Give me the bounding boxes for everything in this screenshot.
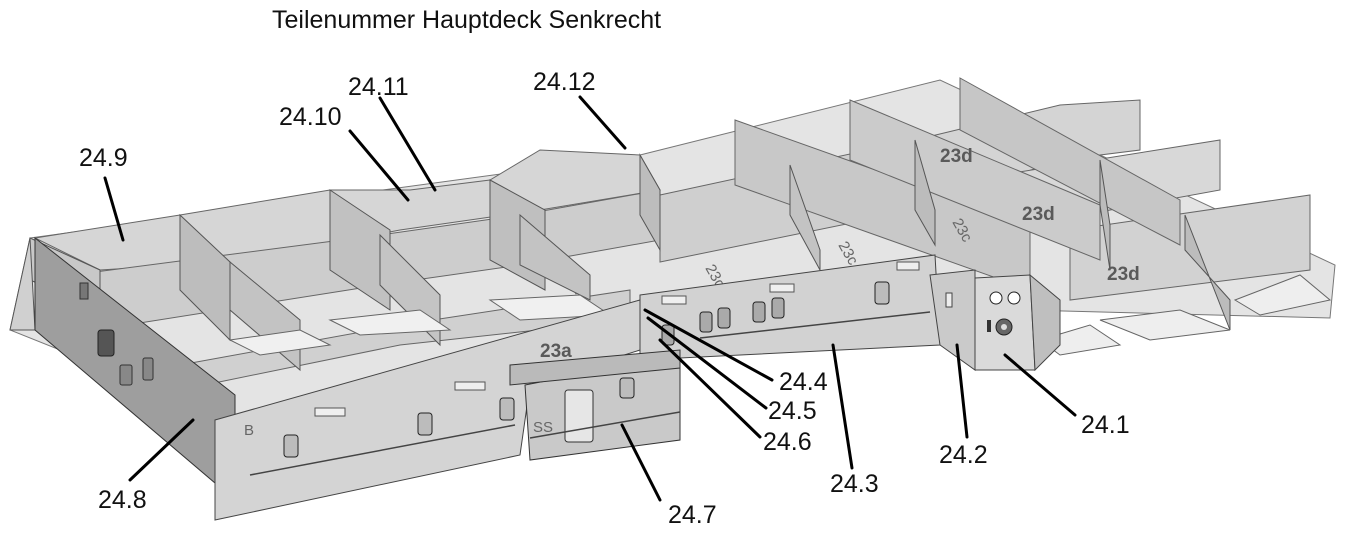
stamp-ss: SS <box>533 419 553 436</box>
callout-24-8: 24.8 <box>98 486 147 514</box>
callout-24-12: 24.12 <box>533 68 596 96</box>
callout-24-7: 24.7 <box>668 501 717 529</box>
callout-24-1: 24.1 <box>1081 411 1130 439</box>
leader-24-3 <box>831 343 854 470</box>
right-section: 23d 23d 23d 23c 23c 23c 23c <box>569 77 1332 356</box>
callout-24-3: 24.3 <box>830 470 879 498</box>
leader-24-6 <box>658 338 762 439</box>
left-wall-porthole-1 <box>97 329 115 357</box>
stamp-23d-back: 23d <box>940 146 973 167</box>
leader-24-4 <box>643 308 774 382</box>
leader-24-10 <box>348 129 410 202</box>
callout-24-11: 24.11 <box>348 73 409 101</box>
leader-24-9 <box>103 176 125 242</box>
callout-labels: 24.1 24.2 24.3 24.4 24.5 24.6 24.7 24.8 … <box>79 68 1130 529</box>
stamp-b: B <box>244 422 254 439</box>
leader-24-2 <box>955 343 969 439</box>
left-wall-porthole-2 <box>119 364 133 386</box>
center-compartments <box>33 149 821 391</box>
callout-24-2: 24.2 <box>939 441 988 469</box>
callout-leaders <box>103 95 1077 502</box>
stamp-23d-mid: 23d <box>1022 204 1055 225</box>
door <box>564 389 594 443</box>
callout-24-9: 24.9 <box>79 144 128 172</box>
leader-24-12 <box>578 95 627 150</box>
left-wall-vent <box>79 282 89 300</box>
leader-24-7 <box>620 423 662 502</box>
front-wall: B SS 23a <box>214 254 941 521</box>
diagram-title: Teilenummer Hauptdeck Senkrecht <box>272 6 662 34</box>
callout-24-6: 24.6 <box>763 428 812 456</box>
right-module <box>929 269 1061 372</box>
callout-24-10: 24.10 <box>279 103 342 131</box>
stamp-23a: 23a <box>540 341 572 362</box>
leader-24-11 <box>378 96 437 192</box>
left-end-wall <box>9 236 236 502</box>
leader-24-8 <box>128 418 195 482</box>
callout-24-4: 24.4 <box>779 368 828 396</box>
leader-24-5 <box>646 316 768 410</box>
callout-24-5: 24.5 <box>768 397 817 425</box>
stamp-23d-front: 23d <box>1107 264 1140 285</box>
left-wall-porthole-3 <box>142 357 154 381</box>
leader-24-1 <box>1003 353 1077 417</box>
